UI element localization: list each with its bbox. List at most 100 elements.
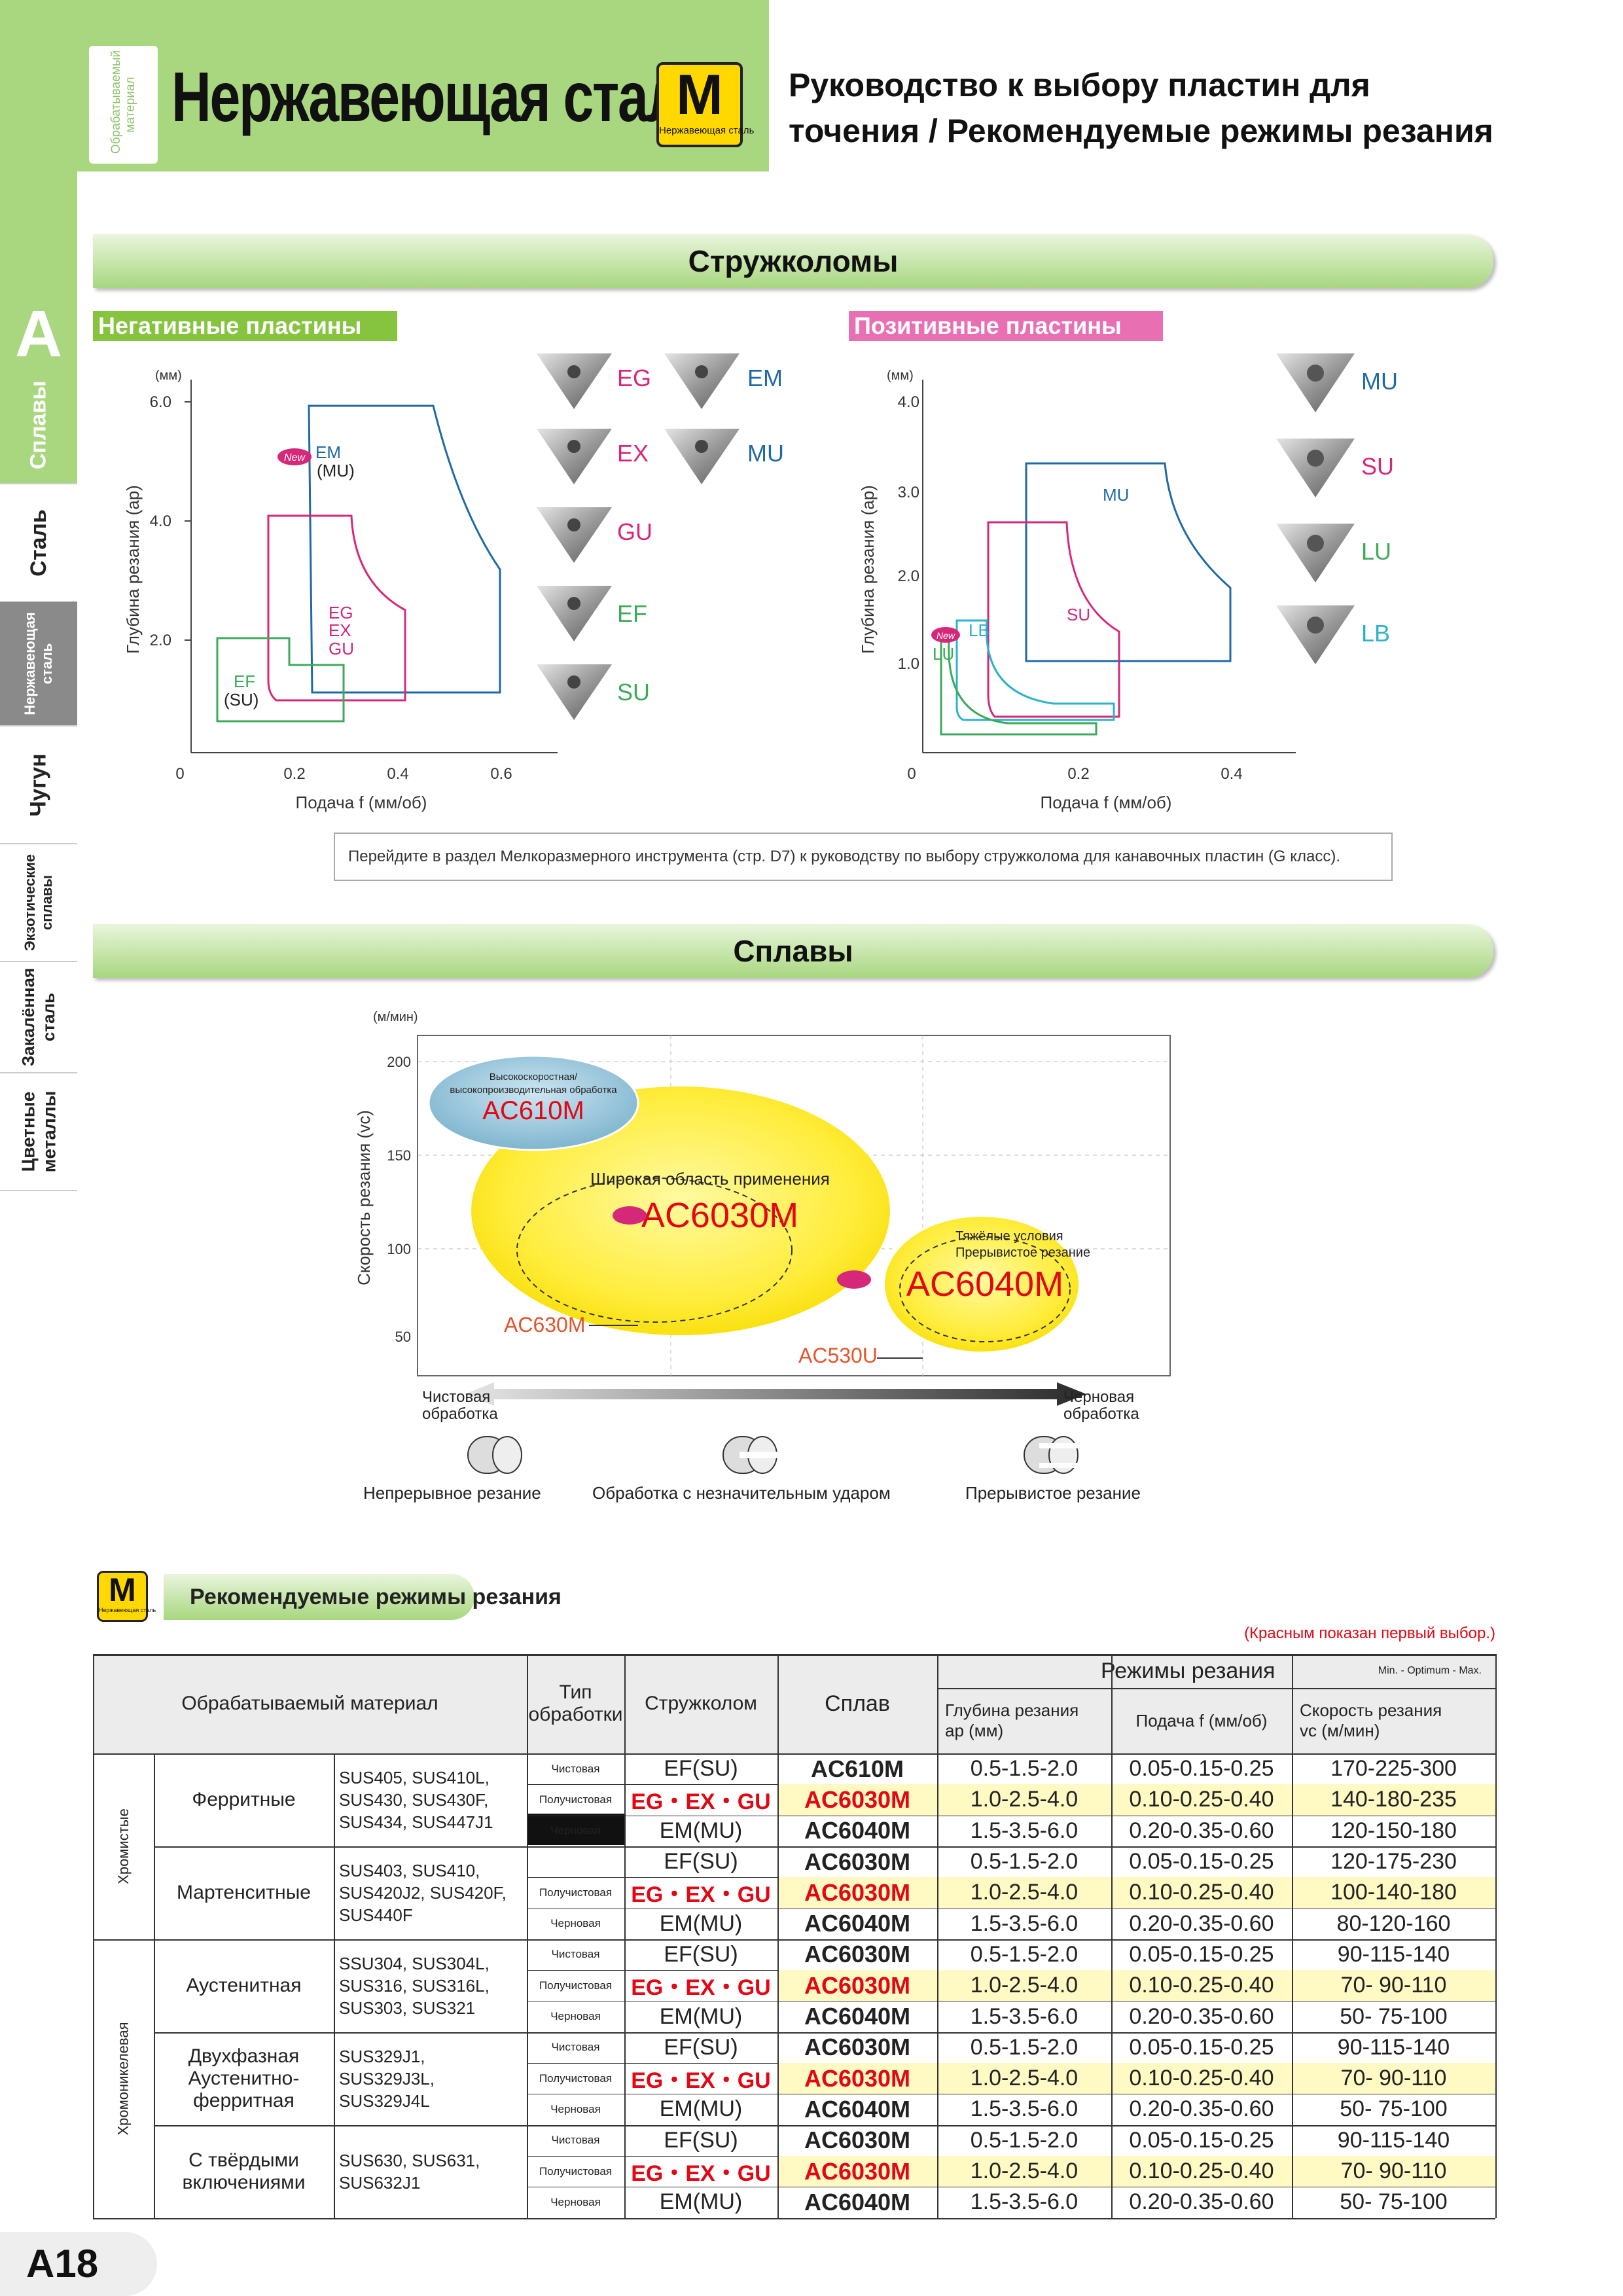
new-badge-text: New: [284, 452, 306, 463]
pos-xtick: 0: [907, 765, 916, 783]
type-cell: Чистовая: [551, 2134, 600, 2147]
neg-xtick: 0.4: [387, 765, 408, 783]
chipbreaker-cell: EG・EX・GU: [631, 1975, 771, 2001]
first-choice-highlight: [777, 1970, 1495, 2001]
feed-cell: 0.20-0.35-0.60: [1129, 2189, 1274, 2215]
tab-stainless[interactable]: Нержавеющая сталь: [0, 602, 77, 726]
em-region: [308, 404, 501, 694]
light-impact-icon: [722, 1436, 779, 1474]
tab-steel[interactable]: Сталь: [0, 484, 77, 602]
table-line: [154, 2125, 1495, 2126]
ac530u-region: [899, 1236, 1071, 1342]
negative-label: Негативные пластины: [93, 311, 397, 341]
grade-cell: AC6030M: [804, 2126, 911, 2154]
positive-chipbreaker-chart: (мм) 4.0 3.0 2.0 1.0 0 0.2 0.4 Подача f …: [858, 368, 1296, 812]
type-cell: Черновая: [550, 1824, 601, 1837]
grade-cell: AC6030M: [804, 2034, 911, 2061]
header-feed: Подача f (мм/об): [1135, 1710, 1268, 1731]
insert-ef-icon: [537, 586, 612, 641]
first-choice-highlight: [777, 1877, 1495, 1909]
speed-cell: 50- 75-100: [1340, 2096, 1448, 2122]
continuous-cut-icon: [467, 1436, 522, 1474]
grades-ytick: 50: [395, 1329, 411, 1345]
speed-cell: 100-140-180: [1330, 1880, 1457, 1905]
chipbreaker-cell: EF(SU): [664, 2034, 738, 2060]
insert-pos-su-label: SU: [1361, 453, 1394, 480]
finishing-roughing-arrow: [465, 1382, 1086, 1406]
table-line: [527, 1654, 528, 2218]
insert-mu-icon: [664, 429, 740, 484]
speed-cell: 90-115-140: [1337, 2127, 1450, 2153]
em-label: EM: [315, 442, 341, 462]
ac530u-label: AC530U: [798, 1344, 878, 1367]
tab-hardened[interactable]: Закалённая сталь: [0, 962, 77, 1073]
finishing-label2: обработка: [422, 1405, 498, 1423]
neg-ytick: 6.0: [150, 393, 171, 411]
group-name: Хромистые: [93, 1753, 154, 1939]
first-choice-highlight: [777, 1784, 1495, 1816]
ac610m-label: AC610M: [482, 1096, 584, 1125]
neg-y-axis: [190, 380, 558, 753]
table-line: [1111, 1654, 1113, 2218]
speed-cell: 170-225-300: [1330, 1756, 1457, 1782]
header-material: Обрабатываемый материал: [181, 1693, 438, 1714]
insert-su-icon: [537, 664, 612, 720]
table-line: [93, 1654, 94, 2218]
ac6040m-label: AC6040M: [906, 1265, 1063, 1304]
pos-xtick: 0.2: [1067, 765, 1089, 783]
conditions-badge: M Нержавеющая сталь: [97, 1571, 156, 1622]
speed-cell: 90-115-140: [1337, 2034, 1450, 2060]
depth-cell: 1.0-2.5-4.0: [970, 2159, 1079, 2184]
chipbreaker-cell: EG・EX・GU: [631, 2068, 771, 2094]
tab-nonferrous[interactable]: Цветные металлы: [0, 1073, 77, 1191]
steel-grades: SSU304, SUS304L, SUS316, SUS316L, SUS303…: [339, 1953, 490, 2018]
steel-grades: SUS403, SUS410, SUS420J2, SUS420F, SUS44…: [339, 1860, 507, 1925]
pos-xtick: 0.4: [1221, 765, 1242, 783]
conditions-title: Рекомендуемые режимы резания: [164, 1574, 562, 1620]
table-line: [624, 1654, 626, 2218]
lu-label: LU: [933, 644, 954, 664]
depth-cell: 1.0-2.5-4.0: [970, 1787, 1079, 1812]
table-line: [1292, 1654, 1293, 2218]
pos-unit-label: (мм): [887, 368, 914, 383]
insert-pos-mu-label: MU: [1361, 368, 1398, 395]
insert-em-icon: [664, 353, 740, 409]
feed-cell: 0.05-0.15-0.25: [1129, 2034, 1274, 2060]
pos-xlabel: Подача f (мм/об): [1041, 793, 1172, 812]
chipbreakers-bar: Стружколомы: [93, 234, 1493, 288]
section-letter: A: [0, 301, 77, 367]
grade-cell: AC6030M: [804, 1848, 911, 1875]
roughing-label: Черновая: [1063, 1388, 1134, 1406]
type-cell: Черновая: [550, 2102, 601, 2115]
tab-exotic[interactable]: Экзотические сплавы: [0, 844, 77, 962]
speed-cell: 140-180-235: [1330, 1787, 1457, 1812]
table-line: [93, 2217, 1495, 2219]
header-depth-label: Глубина резания: [945, 1700, 1079, 1720]
depth-cell: 0.5-1.5-2.0: [970, 1756, 1079, 1782]
chipbreaker-cell: EM(MU): [659, 1818, 743, 1843]
tab-alloys[interactable]: Сплавы: [0, 367, 77, 484]
grooving-note: Перейдите в раздел Мелкоразмерного инстр…: [334, 833, 1393, 881]
material-name: Аустенитная: [186, 1974, 302, 1996]
ac610m-caption: Высокоскоростная/: [490, 1071, 578, 1083]
insert-ex-icon: [537, 429, 612, 484]
side-label-box: [89, 46, 158, 164]
chipbreaker-cell: EM(MU): [659, 2096, 743, 2122]
feed-cell: 0.20-0.35-0.60: [1129, 2096, 1274, 2122]
grades-unit: (м/мин): [373, 1010, 418, 1024]
finishing-label: Чистовая: [422, 1388, 490, 1406]
neg-xtick: 0.2: [283, 765, 305, 783]
grade-cell: AC6040M: [804, 1910, 911, 1937]
tab-cast-iron[interactable]: Чугун: [0, 726, 77, 844]
lb-label: LB: [969, 620, 990, 640]
insert-su-label: SU: [617, 679, 650, 706]
ef-label: EF: [234, 672, 255, 691]
new-badge: [837, 1270, 871, 1289]
type-cell: Черновая: [550, 2195, 601, 2208]
chipbreaker-cell: EG・EX・GU: [631, 1789, 771, 1815]
insert-em-label: EM: [747, 365, 783, 391]
interrupted-label: Прерывистое резание: [965, 1483, 1141, 1503]
feed-cell: 0.05-0.15-0.25: [1129, 1756, 1274, 1782]
